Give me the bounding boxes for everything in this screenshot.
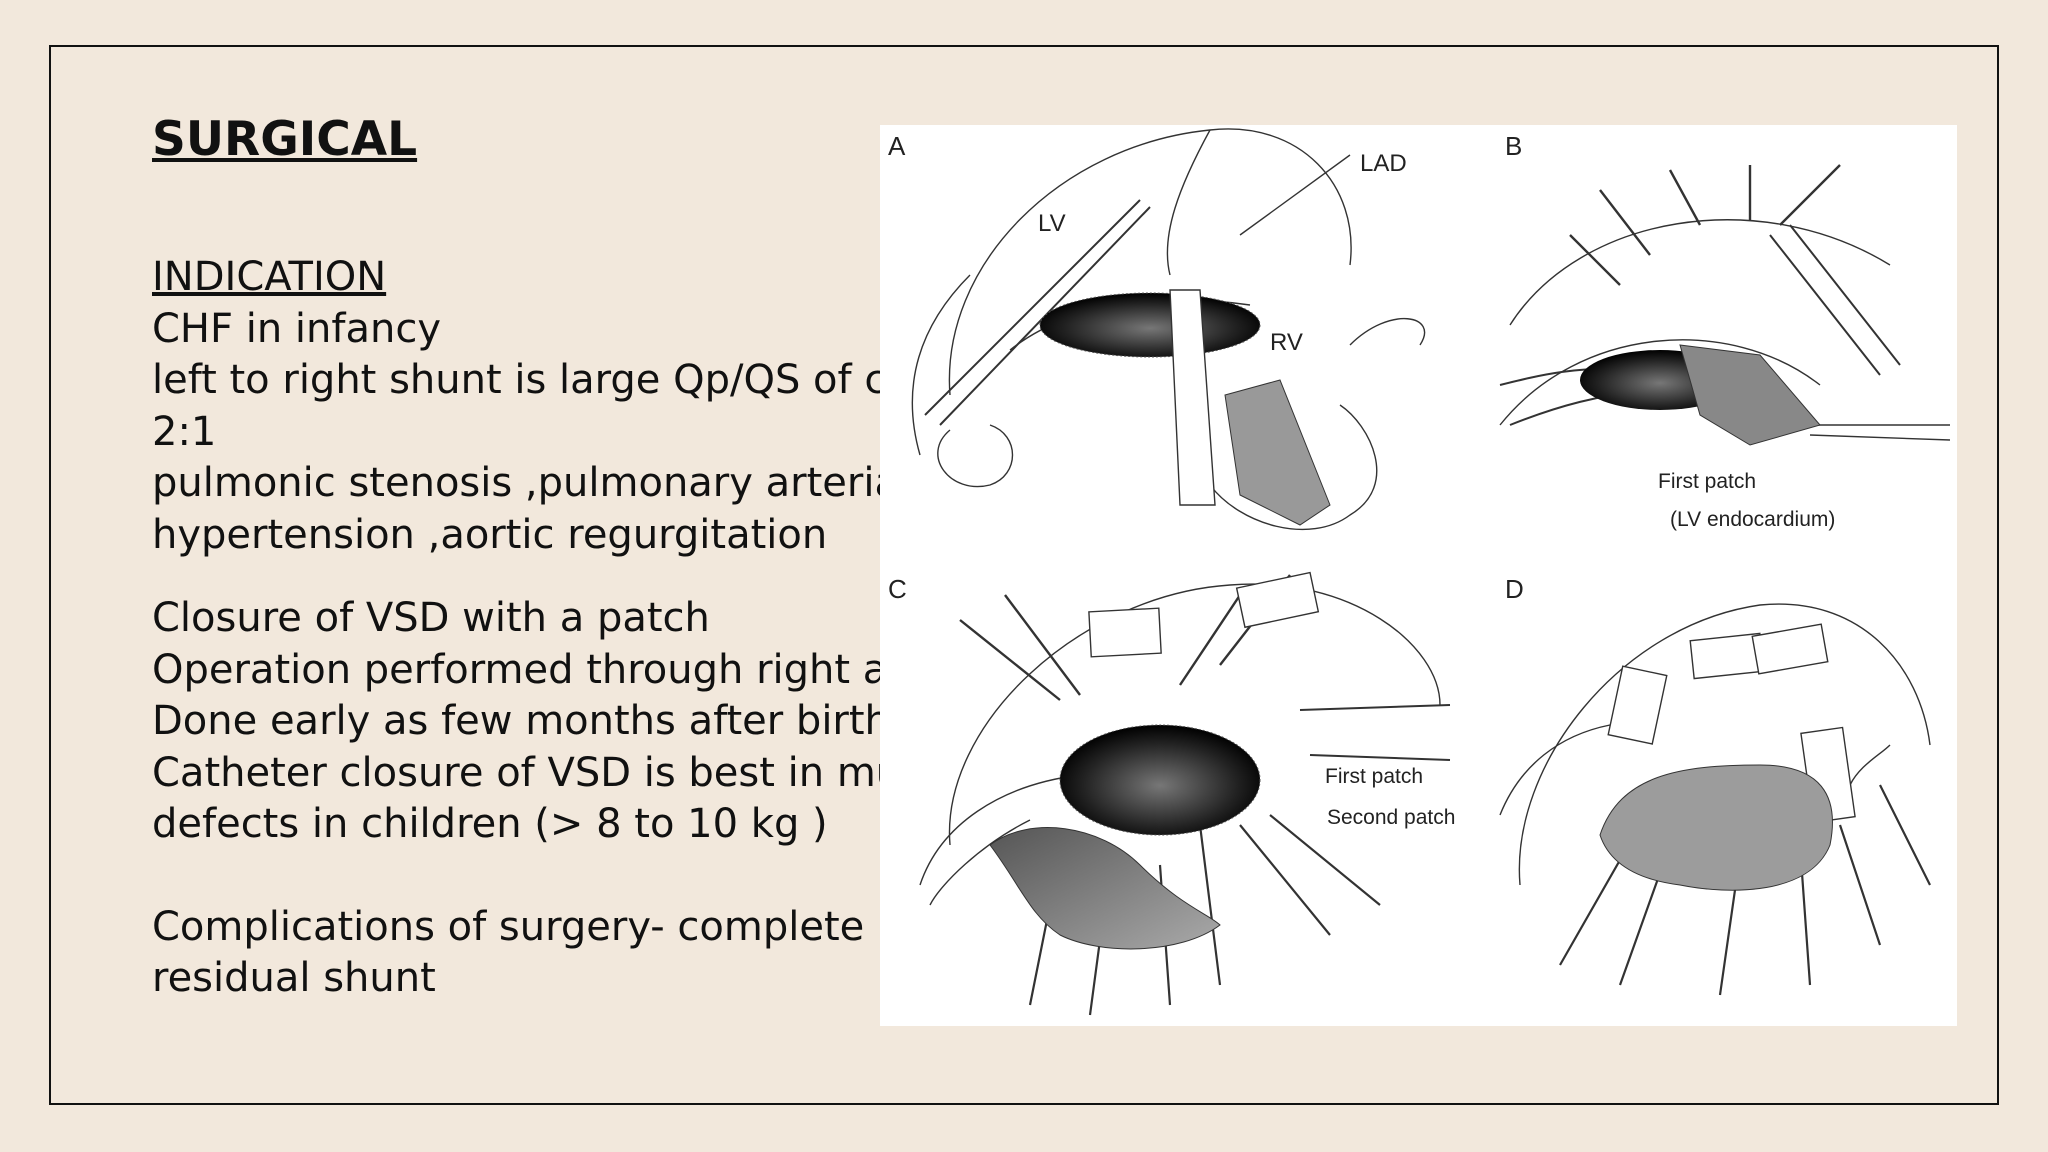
- label-first-patch-b: First patch: [1658, 470, 1756, 493]
- panel-label-d: D: [1505, 574, 1524, 604]
- complication-line-1: Complications of surgery- complete h: [152, 903, 903, 950]
- complication-line-2: residual shunt: [152, 955, 436, 1001]
- surgical-diagram: A B C D LV LAD RV First patch (LV endoca…: [888, 128, 1951, 1016]
- procedure-line-5: defects in children (> 8 to 10 kg ): [152, 801, 828, 847]
- label-lad: LAD: [1360, 150, 1407, 177]
- panel-label-c: C: [888, 574, 907, 604]
- label-rv: RV: [1270, 329, 1303, 356]
- label-lv-endocardium: (LV endocardium): [1670, 508, 1835, 531]
- label-first-patch-c: First patch: [1325, 765, 1423, 788]
- vsd-hole-a: [1039, 292, 1261, 358]
- slide-body: INDICATION CHF in infancy left to right …: [152, 110, 903, 1005]
- indication-line-5: hypertension ,aortic regurgitation: [152, 511, 828, 558]
- indication-line-3: 2:1: [152, 408, 217, 455]
- label-second-patch: Second patch: [1327, 806, 1455, 829]
- second-patch-c: [989, 827, 1221, 950]
- indication-line-2: left to right shunt is large Qp/QS of c: [152, 357, 887, 403]
- procedure-line-4: Catheter closure of VSD is best in mu: [152, 749, 902, 796]
- surgical-illustration: A B C D LV LAD RV First patch (LV endoca…: [880, 125, 1957, 1026]
- closed-patch-d: [1599, 764, 1833, 891]
- procedure-line-1: Closure of VSD with a patch: [152, 595, 710, 641]
- label-lv: LV: [1038, 210, 1066, 237]
- procedure-line-2: Operation performed through right a: [152, 646, 888, 693]
- slide-title: SURGICAL: [152, 112, 418, 167]
- panel-b: [1499, 164, 1951, 441]
- pledgets-c: [1088, 571, 1320, 658]
- first-patch-b: [1679, 344, 1821, 446]
- indication-heading: INDICATION: [152, 254, 387, 300]
- panel-a: [911, 128, 1426, 531]
- procedure-line-3: Done early as few months after birth: [152, 698, 890, 744]
- panel-d: [1499, 603, 1931, 996]
- indication-line-4: pulmonic stenosis ,pulmonary arteria: [152, 460, 899, 506]
- retractor-a: [1169, 289, 1331, 526]
- panel-label-b: B: [1505, 131, 1522, 161]
- vsd-hole-c: [1059, 724, 1261, 836]
- indication-line-1: CHF in infancy: [152, 305, 441, 352]
- panel-label-a: A: [888, 131, 906, 161]
- slide-frame: [49, 45, 1999, 1105]
